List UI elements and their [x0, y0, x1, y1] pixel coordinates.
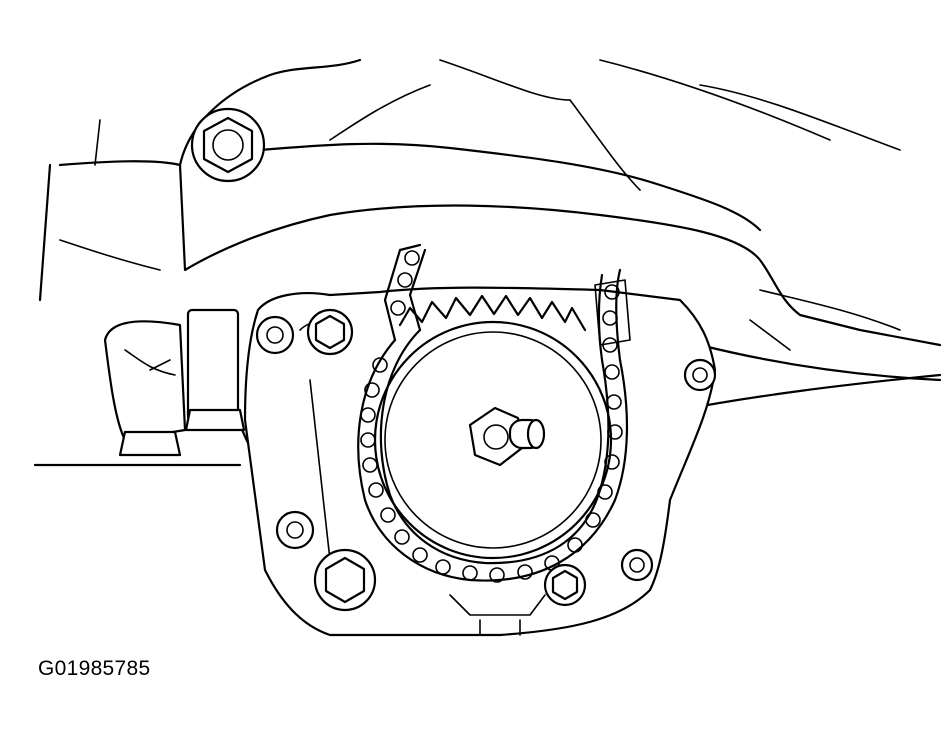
- chain-roller-links: [360, 250, 623, 583]
- sprocket-center-nut: [468, 406, 546, 467]
- upper-mounting-bolt: [190, 107, 266, 183]
- housing-bolts: [255, 308, 717, 612]
- left-bracket: [103, 308, 246, 457]
- engine-block-outline: [33, 58, 942, 472]
- figure-id-label: G01985785: [38, 657, 151, 680]
- drive-chain: [357, 243, 631, 583]
- lower-right-bolt: [543, 563, 587, 607]
